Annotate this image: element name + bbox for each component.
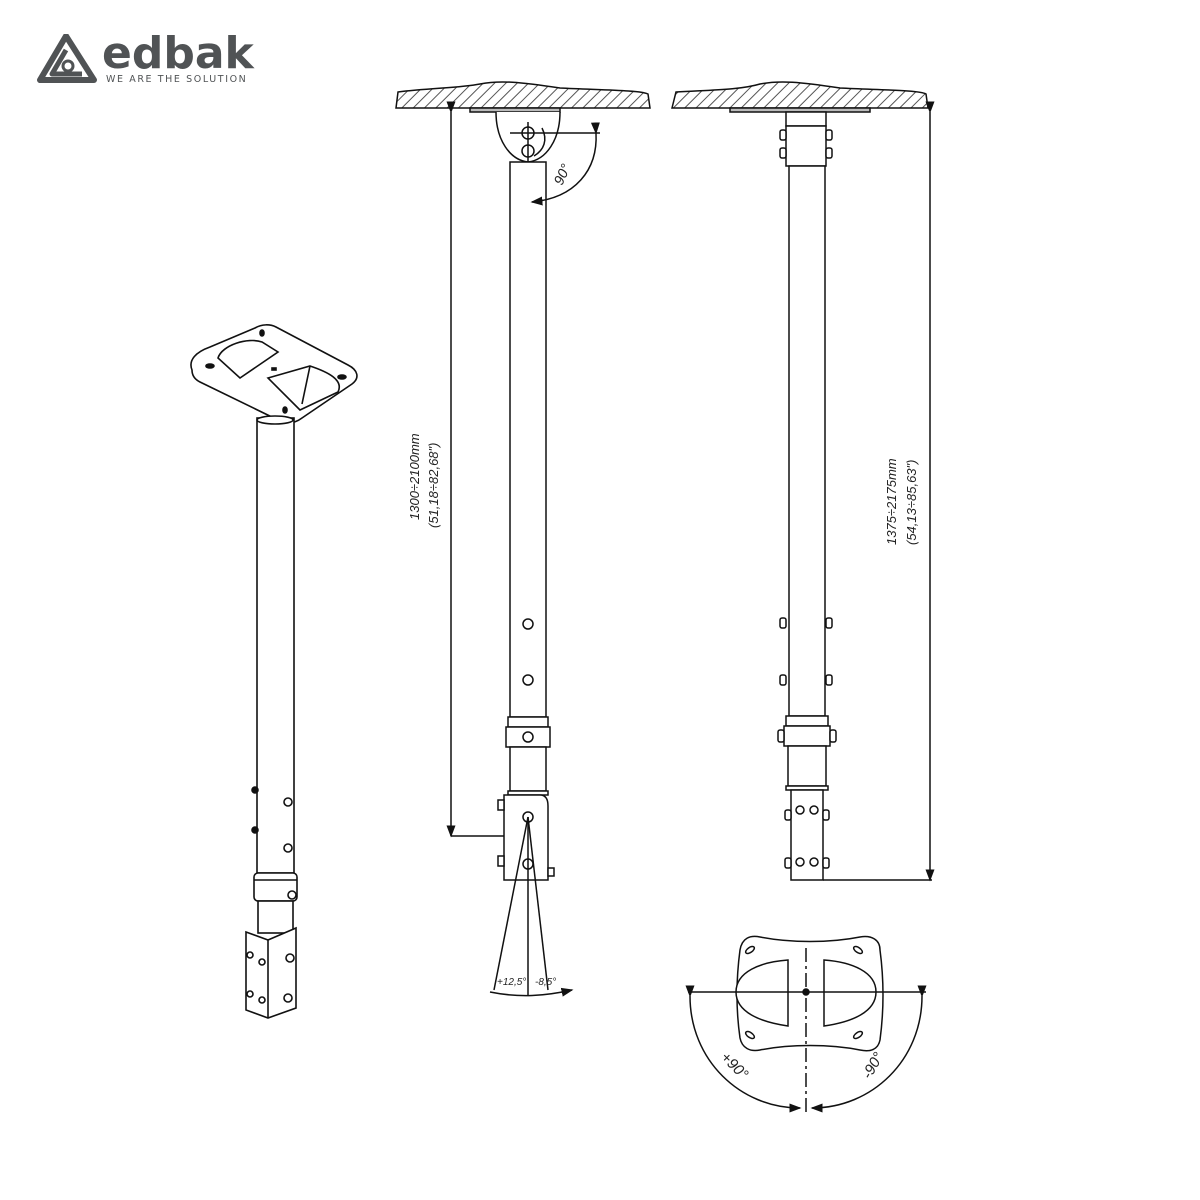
side-height-mm: 1300÷2100mm — [407, 433, 422, 520]
brand-logo: edbak WE ARE THE SOLUTION — [36, 28, 256, 90]
brand-tagline: WE ARE THE SOLUTION — [106, 74, 248, 85]
rotate-plus-label: +90° — [717, 1049, 751, 1083]
tilt-bracket — [503, 794, 549, 881]
tilt-minus-label: -8,5° — [535, 977, 556, 988]
front-height-in: (54,13÷85,63") — [904, 460, 919, 545]
side-height-in: (51,18÷82,68") — [426, 443, 441, 528]
brand-name: edbak — [102, 28, 254, 79]
side-pole — [509, 161, 547, 718]
plate-top-view — [685, 935, 927, 1113]
tilt-plus-label: +12,5° — [497, 977, 526, 988]
rotate-minus-label: -90° — [859, 1050, 888, 1082]
front-height-mm: 1375÷2175mm — [884, 458, 899, 545]
side-view — [395, 81, 651, 997]
edbak-logo-icon — [37, 34, 97, 83]
projector-bracket — [245, 926, 297, 1019]
front-pole — [788, 165, 826, 717]
isometric-view — [190, 324, 358, 1019]
front-view — [671, 81, 935, 882]
front-bracket — [790, 789, 824, 881]
telescopic-pole — [256, 417, 295, 874]
mounting-plate — [190, 324, 358, 424]
ceiling-section — [395, 81, 651, 109]
ceiling-swivel-label: 90° — [550, 161, 574, 187]
ceiling-section-front — [671, 81, 929, 109]
